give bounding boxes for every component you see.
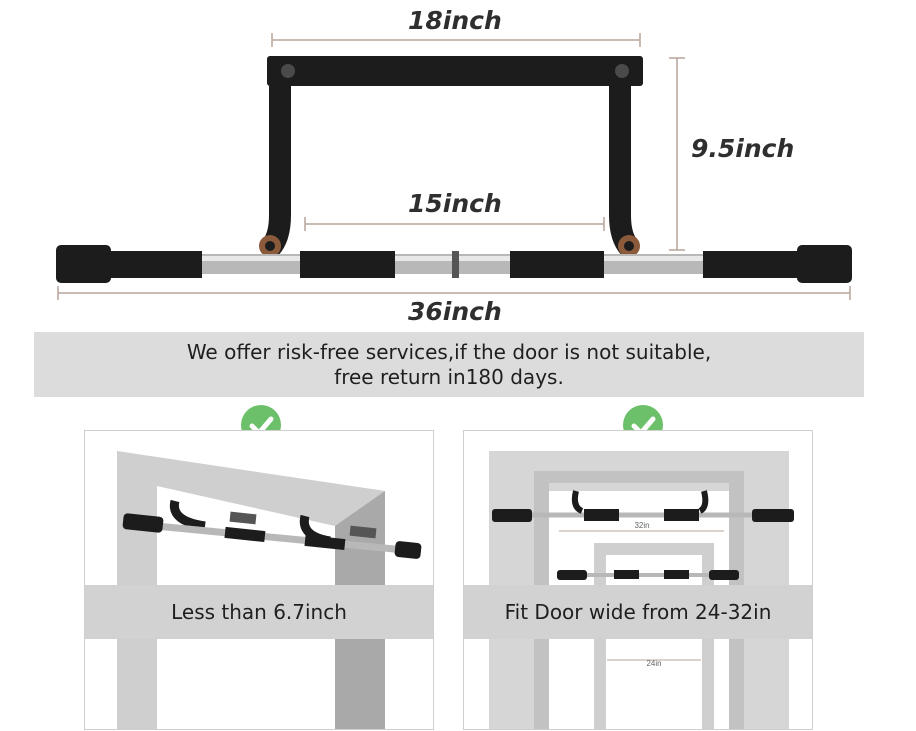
dimension-height: 9.5inch [691, 134, 795, 163]
panel-door-width: 32in 24in Fit Door wide from 24-32in [463, 430, 813, 730]
panel-caption: Less than 6.7inch [85, 585, 433, 639]
return-policy-banner: We offer risk-free services,if the door … [34, 332, 864, 397]
banner-line-1: We offer risk-free services,if the door … [186, 340, 712, 364]
dimension-top-width: 18inch [408, 6, 502, 35]
banner-line-2: free return in180 days. [334, 365, 564, 389]
pull-up-bar-illustration [56, 33, 852, 300]
panel-door-depth: Less than 6.7inch [84, 430, 434, 730]
door-frame-illustration: 32in 24in [489, 451, 794, 729]
door-width-label-bottom: 24in [646, 659, 661, 668]
dimension-total-width: 36inch [408, 297, 502, 326]
door-width-label-top: 32in [634, 521, 649, 530]
door-frame-illustration [117, 451, 422, 729]
dimension-inner-width: 15inch [408, 189, 502, 218]
panel-caption: Fit Door wide from 24-32in [464, 585, 812, 639]
